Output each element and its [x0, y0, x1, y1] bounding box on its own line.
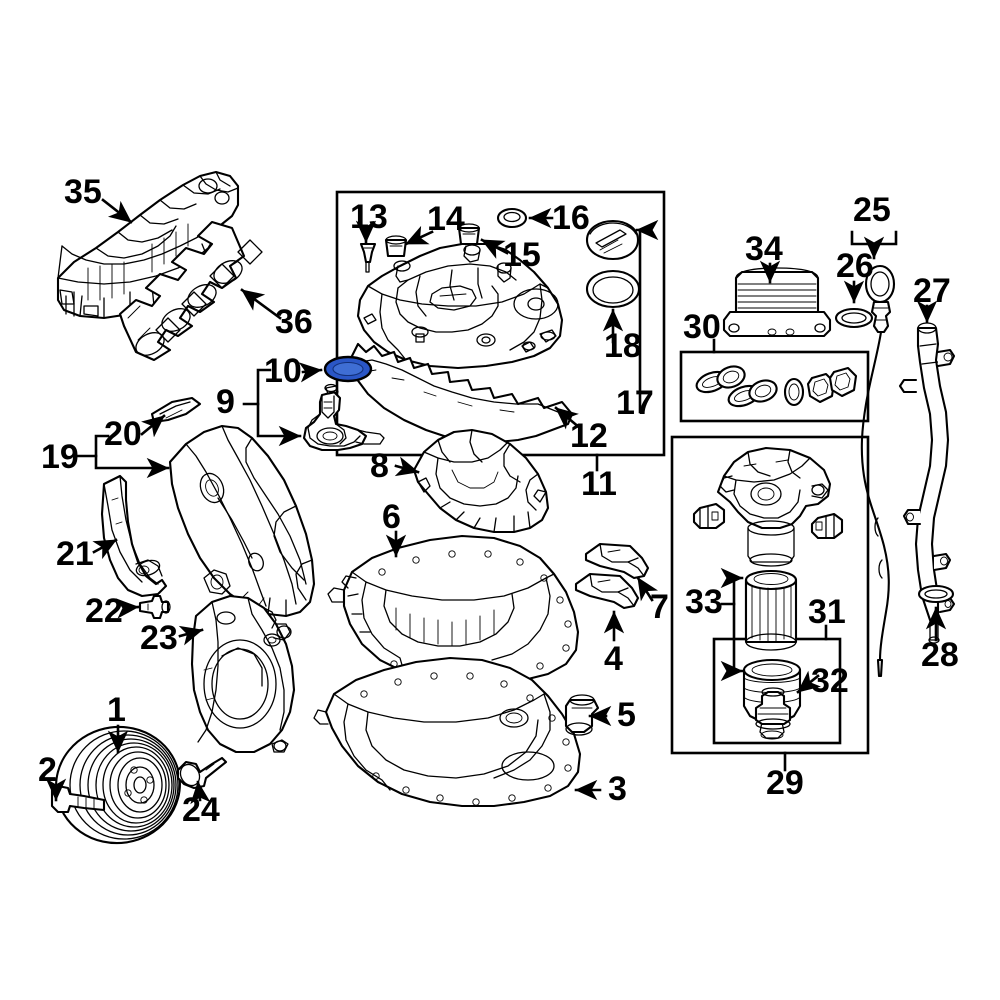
leader-33-top [720, 567, 744, 606]
part-oil-level-sensor-o-ring-highlighted [323, 355, 373, 383]
callout-label-9: 9 [216, 383, 235, 421]
part-timing-cover-bolt [138, 594, 171, 620]
leader-12 [554, 406, 582, 430]
callout-label-8: 8 [370, 447, 389, 485]
part-oil-level-sensor [302, 383, 385, 452]
part-timing-belt-cover-side-panel [100, 474, 168, 598]
part-sealant-tube-7 [584, 542, 650, 580]
callout-label-16: 16 [552, 199, 590, 237]
leader-36 [240, 288, 282, 320]
callout-label-3: 3 [608, 770, 627, 808]
callout-label-1: 1 [107, 691, 126, 729]
callout-label-30: 30 [683, 308, 721, 346]
part-intake-manifold-gasket [118, 220, 263, 362]
part-engine-oil-cooler [722, 267, 832, 338]
part-timing-cover-stud-bolt [176, 756, 228, 790]
leader-9-bottom [256, 402, 302, 447]
part-valve-cover-bolt [359, 242, 377, 273]
leader-8 [394, 456, 420, 477]
callout-label-31: 31 [808, 593, 846, 631]
callout-label-13: 13 [350, 198, 388, 236]
callout-label-34: 34 [745, 230, 783, 268]
part-oil-filler-cap [585, 219, 640, 261]
leader-15 [480, 238, 509, 259]
part-timing-chain-guide-cover [412, 428, 550, 534]
callout-label-5: 5 [617, 696, 636, 734]
part-timing-belt-cover-upper [168, 424, 316, 618]
callout-label-2: 2 [38, 751, 57, 789]
callout-label-33: 33 [685, 583, 723, 621]
part-crankshaft-pulley [55, 725, 181, 845]
part-oil-filter-housing [692, 446, 844, 567]
callout-label-25: 25 [853, 191, 891, 229]
callout-label-32: 32 [811, 662, 849, 700]
part-upper-oil-pan [327, 534, 580, 686]
leader-17 [635, 219, 659, 414]
callout-label-18: 18 [604, 327, 642, 365]
part-sealant-tube-4 [574, 572, 640, 610]
callout-label-14: 14 [427, 200, 465, 238]
part-oil-filter-element [744, 569, 798, 651]
leader-35 [101, 198, 133, 224]
callout-label-12: 12 [570, 417, 608, 455]
callout-label-10: 10 [264, 352, 302, 390]
part-dipstick-tube [898, 322, 956, 644]
callout-label-26: 26 [836, 247, 874, 285]
leader-9-top [242, 368, 272, 406]
leader-32 [796, 670, 821, 694]
part-oil-filler-cap-gasket [585, 269, 641, 309]
callout-label-23: 23 [140, 619, 178, 657]
part-valve-cover-plug-14 [384, 235, 408, 258]
leader-19-top [76, 434, 110, 458]
callout-label-35: 35 [64, 173, 102, 211]
part-lower-oil-pan [313, 656, 582, 808]
callout-label-6: 6 [382, 498, 401, 536]
part-oil-dipstick [860, 264, 896, 678]
callout-label-11: 11 [581, 465, 617, 503]
leader-22 [116, 598, 140, 619]
part-timing-belt-cover-lower [190, 594, 296, 754]
part-dipstick-o-ring [834, 307, 874, 329]
callout-label-20: 20 [104, 415, 142, 453]
callout-label-36: 36 [275, 303, 313, 341]
callout-label-29: 29 [766, 764, 804, 802]
leader-24 [190, 780, 211, 805]
callout-label-15: 15 [503, 236, 541, 274]
callout-label-27: 27 [913, 272, 951, 310]
leader-19-bottom [94, 454, 170, 479]
leader-21 [92, 538, 118, 560]
part-oil-filter-cap-drain-valve [754, 687, 792, 730]
leader-25-bracket [850, 230, 898, 246]
leader-20 [140, 414, 166, 438]
callout-label-4: 4 [604, 640, 623, 678]
leader-10 [298, 362, 323, 383]
callout-label-19: 19 [41, 438, 79, 476]
callout-label-28: 28 [921, 636, 959, 674]
callout-label-24: 24 [182, 791, 220, 829]
callout-label-22: 22 [85, 592, 123, 630]
leader-23 [178, 625, 204, 646]
leader-14 [404, 225, 434, 246]
part-oil-cooler-seal-kit-contents [695, 365, 858, 408]
callout-label-21: 21 [56, 535, 94, 573]
leader-33-bottom [720, 602, 744, 682]
leader-7 [636, 576, 659, 602]
callout-label-7: 7 [650, 588, 669, 626]
part-dipstick-tube-o-ring [917, 584, 955, 604]
callout-label-17: 17 [616, 384, 654, 422]
part-oil-filler-cap-seal [496, 207, 528, 229]
